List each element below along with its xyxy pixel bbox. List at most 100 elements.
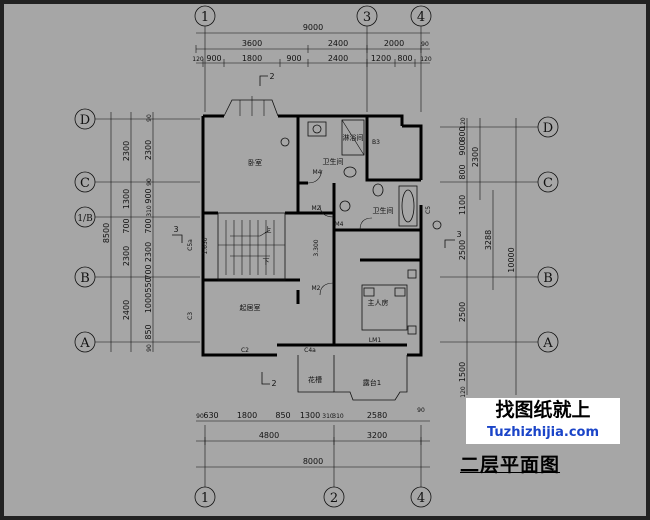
room-bathroom-2: 卫生间 [373,206,394,215]
dim-right-inner-4: 800 [458,164,467,179]
axis-label-bottom-2: 2 [330,491,338,506]
dim-left-inner-2: 90 [146,178,153,186]
bottom-axis-bubbles: 1 2 4 [194,486,432,508]
dim-right-inner-8: 1500 [458,362,467,382]
axis-label-top-3: 3 [363,10,371,25]
top-dimensions: 9000 3600 2400 2000 90 120 900 1800 900 … [192,23,432,67]
axis-label-top-1: 1 [201,10,209,25]
door-label-m4-b: M4 [335,221,344,228]
dim-bot-r2-1: 3200 [367,431,387,440]
dim-top-r2-6: 800 [397,54,412,63]
dim-bot-total: 8000 [303,457,323,466]
dim-left-outer-0: 2300 [122,141,131,161]
dim-top-total: 9000 [303,23,323,32]
room-planter: 花槽 [308,375,322,384]
door-label-m4-a: M4 [313,169,322,176]
axis-label-right-D: D [543,121,553,136]
room-master: 主人房 [368,298,389,307]
dim-top-r2-4: 2400 [328,54,348,63]
walls [201,114,423,357]
dim-left-outer-4: 2400 [122,300,131,320]
dim-top-r1-2: 2000 [384,39,404,48]
dim-bot-r1-2: 1800 [237,411,257,420]
axis-label-top-4: 4 [417,10,425,25]
stair-up-label: 上 [265,225,272,234]
bay-window [223,96,279,117]
room-living: 起居室 [240,303,261,312]
dim-left-inner-5: 700 [144,218,153,233]
axis-label-right-B: B [543,271,553,286]
dim-left-total: 8500 [102,223,111,243]
room-bedroom: 卧室 [248,158,262,167]
watermark-url: Tuzhizhijia.com [486,425,600,440]
dim-right-inner-2: 900 [458,140,467,155]
section-mark-2-bottom: 2 [271,379,276,388]
axis-label-bottom-1: 1 [201,491,209,506]
dim-left-inner-0: 90 [146,114,153,122]
dim-top-r1-3: 90 [421,41,429,48]
dim-bot-r1-3: 850 [275,411,290,420]
window-label-c4a: C4a [304,347,316,354]
fixtures [307,119,418,335]
dim-bot-r1-0: 90 [196,413,204,420]
section-mark-3-left: 3 [173,225,178,234]
section-mark-3-right: 3 [456,230,461,239]
door-label-m2-b: M2 [312,285,321,292]
right-axis-bubbles: D C B A [537,116,559,353]
window-label-c2: C2 [241,347,249,354]
dim-left-outer-1: 1300 [122,189,131,209]
window-label-c3: C3 [187,312,194,320]
watermark-box: 找图纸就上 Tuzhizhijia.com [466,398,620,444]
dim-left-inner-1: 2300 [144,140,153,160]
dim-left-inner-10: 850 [144,324,153,339]
dim-left-inner-4: 310 [146,205,153,217]
dim-right-inner-1: 800 [458,126,467,141]
stair-height-label: 3.300 [313,239,320,256]
door-label-m2-a: M2 [312,205,321,212]
misc-label-b3: B3 [372,139,380,146]
dim-right-inner-9: 120 [460,386,467,398]
bottom-dimensions: 90 630 1800 850 1300 310 310 2580 90 480… [196,407,430,468]
dim-top-r1-0: 3600 [242,39,262,48]
dim-bot-r1-7: 2580 [367,411,387,420]
dim-left-inner-9: 1000 [144,293,153,313]
dim-left-inner-3: 900 [144,188,153,203]
axis-leader-lines [95,26,538,487]
dim-top-r2-2: 1800 [242,54,262,63]
room-shower: 淋浴间 [343,133,364,142]
dim-bot-r1-6: 310 [332,413,344,420]
door-label-lm1: LM1 [369,337,382,344]
axis-label-right-A: A [542,336,553,351]
dim-top-r2-0: 120 [192,56,204,63]
axis-label-bottom-4: 4 [417,491,425,506]
axis-label-left-D: D [80,113,90,128]
axis-label-left-A: A [79,336,90,351]
right-dimensions: 120 800 900 2300 800 1100 2500 2500 1500… [458,117,517,398]
dim-left-inner-11: 90 [146,344,153,352]
axis-label-left-1B: 1/B [77,214,93,224]
door-swings [307,169,373,296]
section-marks: 2 2 3 3 [172,72,462,388]
dim-left-inner-7: 700 [144,264,153,279]
dim-bot-r2-0: 4800 [259,431,279,440]
stair-down-label: 下 [263,258,270,266]
dim-top-r2-3: 900 [286,54,301,63]
window-label-c5: C5 [425,206,432,214]
dim-right-inner-7: 2500 [458,302,467,322]
dim-right-total: 10000 [507,247,516,272]
dim-right-inner-0: 120 [460,117,467,129]
dim-top-r1-1: 2400 [328,39,348,48]
dim-left-outer-2: 700 [122,218,131,233]
dim-right-inner-6: 2500 [458,240,467,260]
window-label-c5a: C5a [187,239,194,251]
dim-right-inner-3: 2300 [471,147,480,167]
dim-left-inner-8: 550 [144,277,153,292]
dim-right-mid: 3288 [484,230,493,250]
dim-bot-r1-5: 310 [322,413,334,420]
room-terrace: 露台1 [363,378,381,387]
staircase [217,212,286,281]
axis-label-left-B: B [80,271,90,286]
left-axis-bubbles: D C 1/B B A [74,108,96,353]
terrace-bay [297,355,408,401]
axis-label-right-C: C [543,176,553,191]
